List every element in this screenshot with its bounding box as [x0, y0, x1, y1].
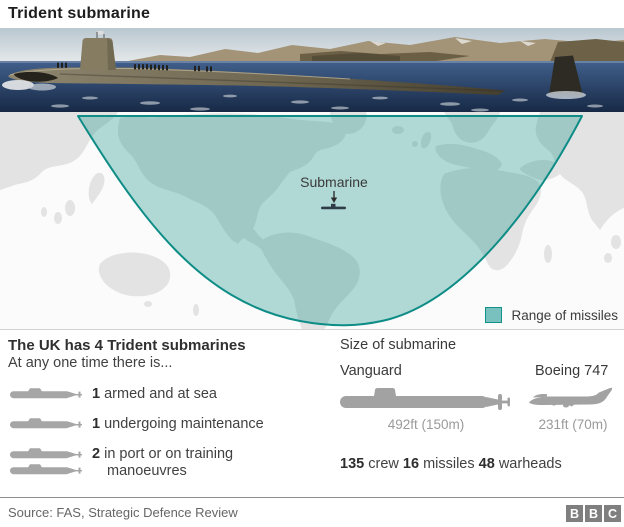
down-arrow-icon [330, 191, 338, 203]
stat-label: warheads [498, 456, 562, 472]
submarine-icon [8, 417, 86, 430]
submarine-marker: Submarine [274, 175, 394, 210]
range-swatch [485, 307, 503, 323]
submarine-icon [8, 387, 86, 400]
bbc-logo: B B C [566, 505, 621, 522]
map-legend: Range of missiles [485, 307, 618, 323]
stat-value: 48 [478, 456, 495, 472]
fleet-row: 2 in port or on training manoeuvres [8, 446, 278, 480]
submarine-icon [8, 447, 86, 460]
info-panel: The UK has 4 Trident submarines At any o… [0, 329, 624, 497]
fleet-label: armed and at sea [104, 386, 217, 402]
vanguard-label: Vanguard [340, 363, 402, 379]
world-map-section: Submarine Range of missiles [0, 112, 624, 329]
fleet-count: 2 [92, 446, 101, 462]
stat-label: missiles [423, 456, 475, 472]
bbc-logo-block: B [566, 505, 583, 522]
legend-label: Range of missiles [511, 307, 618, 323]
submarine-icon [8, 463, 86, 476]
stat-value: 16 [402, 456, 420, 472]
missile-range-area [77, 115, 583, 327]
stat-label: crew [368, 456, 399, 472]
source-credit: Source: FAS, Strategic Defence Review [8, 505, 238, 520]
tiny-submarine-icon [321, 203, 346, 210]
vanguard-silhouette [340, 388, 510, 410]
submarine-marker-label: Submarine [300, 174, 368, 190]
boeing-label: Boeing 747 [535, 363, 609, 379]
fleet-count: 1 [92, 386, 101, 402]
fleet-row: 1 armed and at sea [8, 386, 278, 403]
fleet-count: 1 [92, 416, 101, 432]
world-map [0, 112, 624, 329]
footer: Source: FAS, Strategic Defence Review B … [0, 497, 624, 527]
bbc-logo-block: C [604, 505, 621, 522]
size-heading: Size of submarine [340, 337, 457, 353]
fleet-label: in port or on training manoeuvres [104, 446, 234, 479]
bbc-logo-block: B [585, 505, 602, 522]
boeing-747-silhouette [529, 387, 613, 408]
fleet-heading: The UK has 4 Trident submarines [8, 337, 246, 354]
vanguard-length: 492ft (150m) [387, 417, 465, 432]
submarine-photo [0, 28, 624, 112]
fleet-subheading: At any one time there is... [8, 355, 173, 371]
boeing-length: 231ft (70m) [538, 417, 608, 432]
stat-value: 135 [340, 456, 365, 472]
fleet-row: 1 undergoing maintenance [8, 416, 278, 433]
continents [0, 112, 624, 329]
fleet-label: undergoing maintenance [104, 416, 264, 432]
page-title: Trident submarine [8, 5, 151, 22]
stats-line: 135 crew 16 missiles 48 warheads [340, 456, 562, 472]
